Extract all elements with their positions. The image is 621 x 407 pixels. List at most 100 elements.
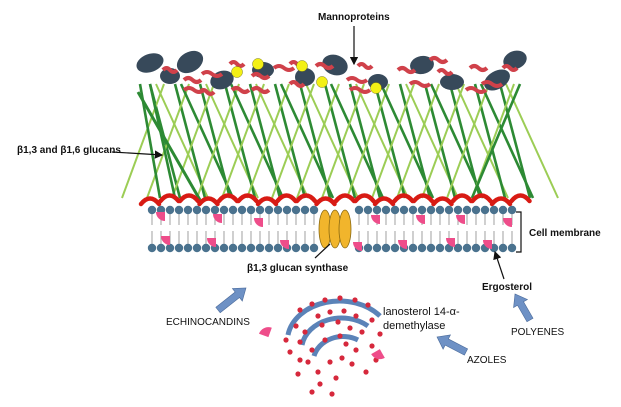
azoles-label: AZOLES	[467, 355, 507, 366]
er-dot	[293, 323, 299, 329]
mannan-chain	[288, 80, 306, 88]
er-dot	[287, 349, 293, 355]
glucan-fiber	[396, 83, 440, 199]
polyenes-label: POLYENES	[511, 327, 565, 338]
lipid-head	[399, 205, 409, 215]
mannoprotein-layer	[136, 50, 527, 96]
glucan-fiber	[171, 83, 215, 199]
glucan-fiber	[323, 83, 357, 199]
er-dot	[347, 325, 353, 331]
lipid-head	[228, 243, 238, 253]
lipid-head	[426, 205, 436, 215]
lipid-head	[237, 205, 247, 215]
ergosterol-molecule	[258, 327, 272, 338]
mannan-chain	[480, 80, 504, 88]
glucan-synthase-icon	[318, 209, 352, 249]
glucan-fiber	[321, 83, 365, 199]
chitin-arc	[197, 196, 220, 207]
er-membrane	[285, 298, 382, 336]
ergosterol-molecule	[398, 240, 407, 249]
er-dot	[359, 329, 365, 335]
er-dot	[329, 391, 335, 397]
mannan-chain	[272, 64, 296, 72]
lipid-head	[264, 243, 274, 253]
chitin-arc	[216, 193, 240, 204]
lipid-head	[246, 205, 256, 215]
er-dot	[339, 355, 345, 361]
lipid-head	[390, 205, 400, 215]
er-dot	[327, 309, 333, 315]
yellow-sphere	[231, 66, 243, 78]
glucan-fiber	[448, 83, 482, 199]
mannan-chain	[228, 60, 246, 68]
lipid-head	[381, 205, 391, 215]
lipid-head	[363, 243, 373, 253]
chitin-arc	[353, 193, 376, 204]
ergosterol-molecule	[353, 242, 362, 251]
mannan-chain	[436, 68, 454, 76]
er-dot	[317, 381, 323, 387]
chitin-arc	[470, 193, 493, 204]
lipid-head	[408, 243, 418, 253]
glucan-fibers	[121, 83, 559, 201]
ergosterol-molecule	[156, 212, 165, 221]
chitin-arc	[275, 193, 298, 204]
lipid-head	[498, 243, 508, 253]
er-dot	[309, 389, 315, 395]
er-dot	[353, 313, 359, 319]
mannoprotein	[295, 68, 315, 86]
chitin-arc	[372, 196, 396, 207]
lipid-head	[435, 243, 445, 253]
lipid-head	[354, 205, 364, 215]
label-pointers	[111, 26, 522, 280]
chitin-arc	[158, 193, 181, 204]
lipid-head	[390, 243, 400, 253]
lipid-head	[237, 243, 247, 253]
glucan-fiber	[221, 83, 265, 199]
echinocandins-label: ECHINOCANDINS	[166, 317, 250, 328]
yellow-sphere	[296, 60, 308, 72]
lipid-head	[147, 205, 157, 215]
mannan-chain	[161, 66, 179, 74]
lipid-head	[453, 243, 463, 253]
chitin-layer	[138, 193, 532, 207]
er-dot	[333, 375, 339, 381]
yellow-sphere	[316, 76, 328, 88]
lipid-head	[300, 205, 310, 215]
glucan-fiber	[223, 83, 257, 199]
ergosterol-molecules	[156, 212, 512, 251]
lipid-head	[228, 205, 238, 215]
chitin-arc	[177, 193, 201, 204]
lipid-head	[246, 243, 256, 253]
drug-arrows	[215, 287, 534, 356]
er-dot	[327, 359, 333, 365]
er-dot	[343, 341, 349, 347]
glucan-fiber	[271, 83, 315, 199]
lipid-head	[480, 205, 490, 215]
glucan-fiber	[421, 83, 465, 199]
mannan-chain	[396, 66, 417, 74]
er-membrane	[311, 334, 360, 357]
mannan-chain	[348, 86, 372, 94]
ergosterol-molecule	[503, 218, 512, 227]
lipid-head	[192, 205, 202, 215]
lipid-head	[147, 243, 157, 253]
glucan-fiber	[473, 83, 507, 199]
glucan-synthase-label: β1,3 glucan synthase	[247, 263, 349, 274]
er-dot	[353, 347, 359, 353]
mannoprotein	[136, 53, 164, 73]
lipid-head	[210, 205, 220, 215]
er-dot	[352, 297, 358, 303]
glucan-fiber	[371, 83, 415, 199]
lipid-head	[309, 243, 319, 253]
er-dot	[309, 347, 315, 353]
lipid-head	[471, 243, 481, 253]
mannoprotein	[503, 50, 527, 70]
lipid-head	[444, 205, 454, 215]
mannan-chain	[182, 76, 203, 84]
cell-membrane-label: Cell membrane	[529, 228, 601, 239]
synthase-pointer	[314, 243, 331, 259]
mannan-chain	[356, 62, 374, 70]
er-dot	[315, 369, 321, 375]
ergosterol-molecule	[280, 240, 289, 249]
